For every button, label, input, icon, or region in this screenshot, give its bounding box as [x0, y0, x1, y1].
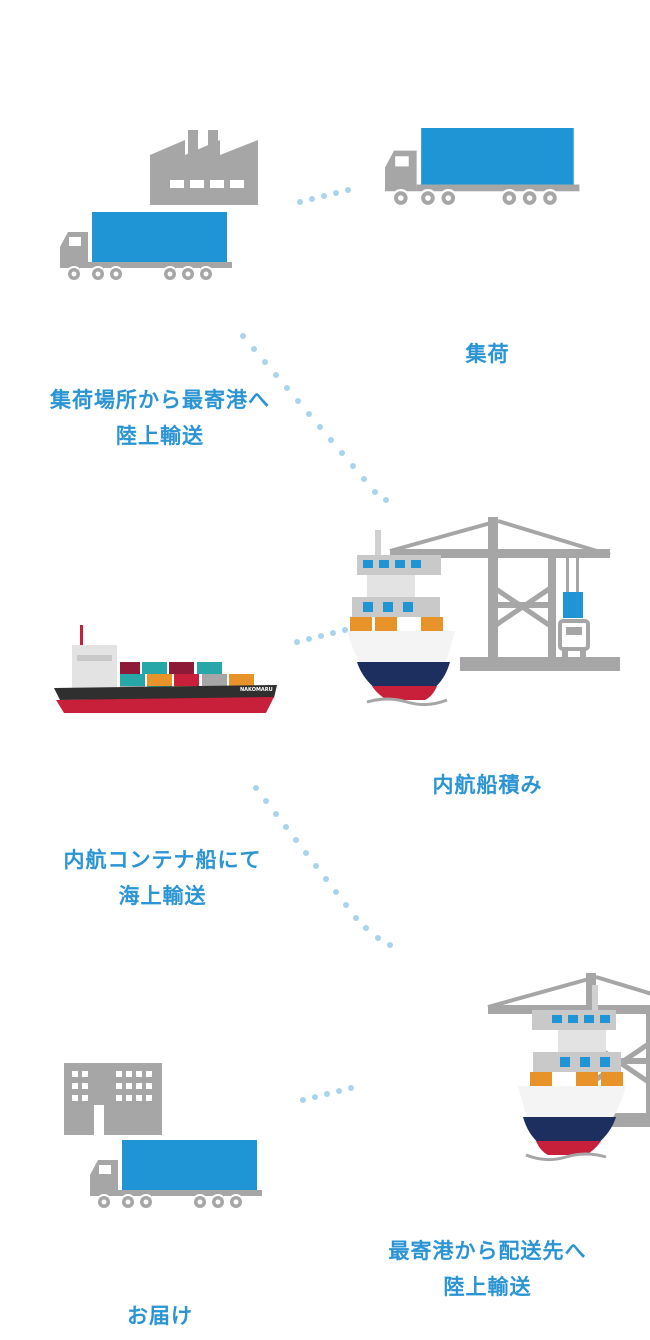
ship-name-label: NAKOMARU	[240, 687, 273, 693]
step-label-sea-transport: 内航コンテナ船にて 海上輸送	[63, 848, 262, 908]
container-ship-icon	[345, 528, 457, 707]
dotted-connector	[253, 785, 393, 948]
truck-icon	[59, 211, 233, 282]
office-building-icon	[64, 1063, 162, 1135]
dotted-connector	[300, 1085, 354, 1103]
container-ship-icon	[54, 625, 277, 713]
factory-icon	[150, 130, 258, 205]
dotted-connector	[240, 333, 389, 503]
container-ship-icon	[516, 983, 628, 1162]
step-label-land-transport-1: 集荷場所から最寄港へ 陸上輸送	[50, 388, 270, 448]
dotted-connector	[294, 627, 348, 645]
step-label-pickup: 集荷	[465, 342, 510, 366]
step-label-delivery: お届け	[127, 1304, 193, 1328]
truck-icon	[89, 1139, 263, 1210]
step-label-land-transport-2: 最寄港から配送先へ 陸上輸送	[388, 1239, 587, 1299]
dotted-connector	[297, 187, 351, 205]
step-label-loading: 内航船積み	[432, 773, 543, 797]
truck-icon	[383, 126, 581, 208]
